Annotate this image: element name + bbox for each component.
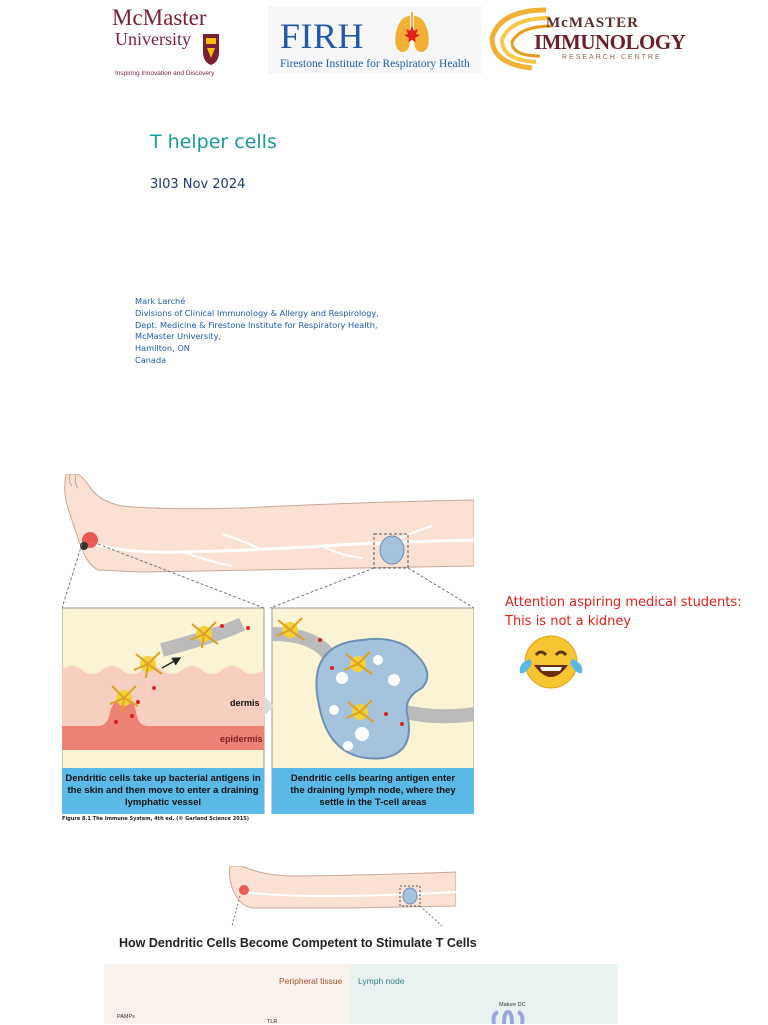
peripheral-tissue-region	[104, 964, 350, 1024]
author-line: McMaster University,	[135, 331, 222, 342]
lymph-node-panel: Dendritic cells bearing antigen enter th…	[264, 607, 474, 814]
skin-panel: dermis epidermis Dendritic cells take up…	[62, 607, 265, 814]
mcmaster-tagline: Inspiring Innovation and Discovery	[115, 70, 215, 77]
mcmaster-shield-icon	[203, 34, 219, 65]
course-code: 3I03 Nov 2024	[150, 177, 246, 192]
attention-line1: Attention aspiring medical students:	[505, 595, 742, 610]
left-caption-line: the skin and then move to enter a draini…	[67, 785, 258, 796]
author-line: Canada	[135, 354, 167, 365]
author-line: Dept. Medicine & Firestone Institute for…	[135, 319, 378, 330]
right-caption-line: the draining lymph node, where they	[290, 785, 456, 796]
left-caption-line: lymphatic vessel	[125, 797, 201, 808]
face-with-tears-of-joy-icon	[519, 635, 583, 689]
lymph-node-label: Lymph node	[358, 976, 405, 986]
mcmaster-logo: McMaster University Inspiring Innovation…	[112, 6, 222, 82]
author-line: Hamilton, ON	[135, 343, 190, 354]
swirl-icon	[489, 7, 553, 71]
tlr-label: TLR	[267, 1019, 278, 1025]
figure2-title: How Dendritic Cells Become Competent to …	[119, 936, 477, 950]
lymph-node-region	[350, 964, 618, 1024]
leg-thumbnail	[229, 866, 456, 926]
peripheral-tissue-label: Peripheral tissue	[279, 976, 343, 986]
pamps-label: PAMPs	[117, 1014, 135, 1020]
dendritic-cell-icon	[343, 651, 373, 675]
mcmaster-name-line2: University	[115, 29, 191, 49]
mature-dc-label: Mature DC	[499, 1002, 526, 1008]
immunology-line2: IMMUNOLOGY	[534, 30, 686, 54]
dendritic-cell-icon	[275, 617, 305, 641]
firh-full-name: Firestone Institute for Respiratory Heal…	[280, 58, 470, 70]
epidermis-label: epidermis	[220, 734, 263, 744]
dendritic-cell-icon	[189, 621, 219, 649]
dermis-label: dermis	[230, 698, 260, 708]
dendritic-cell-icon	[133, 651, 163, 679]
author-line: Mark Larché	[135, 296, 186, 306]
author-line: Divisions of Clinical Immunology & Aller…	[135, 307, 379, 318]
dendritic-cell-icon	[345, 699, 375, 723]
dc-competence-diagram: Peripheral tissue Lymph node PAMPs TLR M…	[104, 964, 618, 1025]
mature-dc-icon	[491, 1010, 525, 1024]
left-caption-line: Dendritic cells take up bacterial antige…	[65, 773, 261, 784]
attention-line2: This is not a kidney	[505, 614, 632, 629]
attention-note: Attention aspiring medical students: Thi…	[505, 593, 742, 631]
firh-acronym: FIRH	[280, 16, 365, 56]
right-caption-line: Dendritic cells bearing antigen enter	[291, 773, 455, 784]
right-caption-line: settle in the T-cell areas	[319, 797, 426, 808]
immunology-line3: RESEARCH CENTRE	[562, 54, 662, 61]
figure-source-caption: Figure 8.1 The Immune System, 4th ed. (©…	[62, 816, 250, 822]
immunology-line1: McMASTER	[546, 15, 639, 31]
lungs-maple-leaf-icon	[395, 12, 429, 52]
leg-illustration	[64, 474, 474, 573]
author-affiliation: Mark Larché Divisions of Clinical Immuno…	[135, 296, 379, 367]
immunology-centre-logo: McMASTER IMMUNOLOGY RESEARCH CENTRE	[486, 4, 686, 72]
dendritic-cell-migration-figure: dermis epidermis Dendritic cells take up…	[62, 474, 474, 814]
dendritic-cell-icon	[109, 685, 139, 713]
slide-title: T helper cells	[150, 131, 277, 153]
mcmaster-name-line1: McMaster	[112, 5, 207, 30]
firh-logo: FIRH Firestone Institute for Respiratory…	[268, 6, 482, 74]
